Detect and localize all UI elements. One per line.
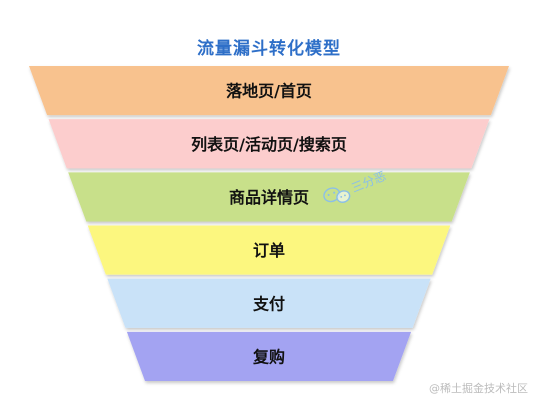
wechat-icon	[323, 187, 351, 203]
funnel-stage: 列表页/活动页/搜索页	[48, 119, 490, 169]
funnel-stage: 支付	[107, 278, 431, 328]
funnel-stage-band	[87, 225, 451, 275]
funnel-stage-label: 复购	[252, 347, 285, 366]
funnel-stage-label: 列表页/活动页/搜索页	[191, 135, 347, 154]
funnel-stage-band	[126, 331, 412, 381]
funnel-stage-band	[29, 66, 509, 116]
funnel-stage-band	[68, 172, 470, 222]
funnel-stage: 落地页/首页	[29, 66, 509, 116]
funnel-stage-band	[48, 119, 490, 169]
funnel-stage-label: 商品详情页	[229, 188, 309, 207]
diagram-title: 流量漏斗转化模型	[197, 39, 341, 59]
funnel-stage-label: 支付	[252, 294, 285, 313]
funnel-stage: 复购	[126, 331, 412, 381]
funnel-stage: 订单	[87, 225, 451, 275]
funnel-stage-label: 订单	[253, 241, 285, 260]
funnel-stage: 商品详情页	[68, 172, 470, 222]
funnel-stage-label: 落地页/首页	[226, 82, 312, 101]
footer-credit: @稀土掘金技术社区	[429, 382, 528, 395]
funnel-stage-band	[107, 278, 431, 328]
